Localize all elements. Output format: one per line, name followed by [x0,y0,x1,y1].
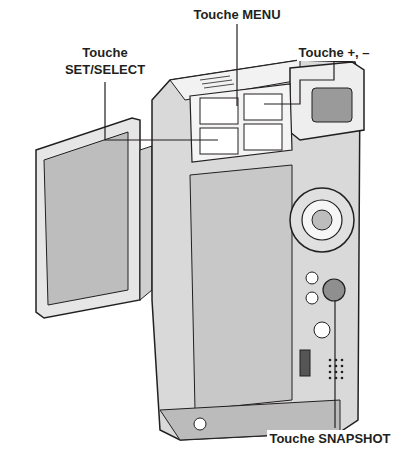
callout-label: Touche SNAPSHOT [267,430,392,447]
callout-label: Touche SET/SELECT [53,44,157,78]
callout-label: Touche +, – [297,44,372,61]
callout-label: Touche MENU [191,6,282,23]
